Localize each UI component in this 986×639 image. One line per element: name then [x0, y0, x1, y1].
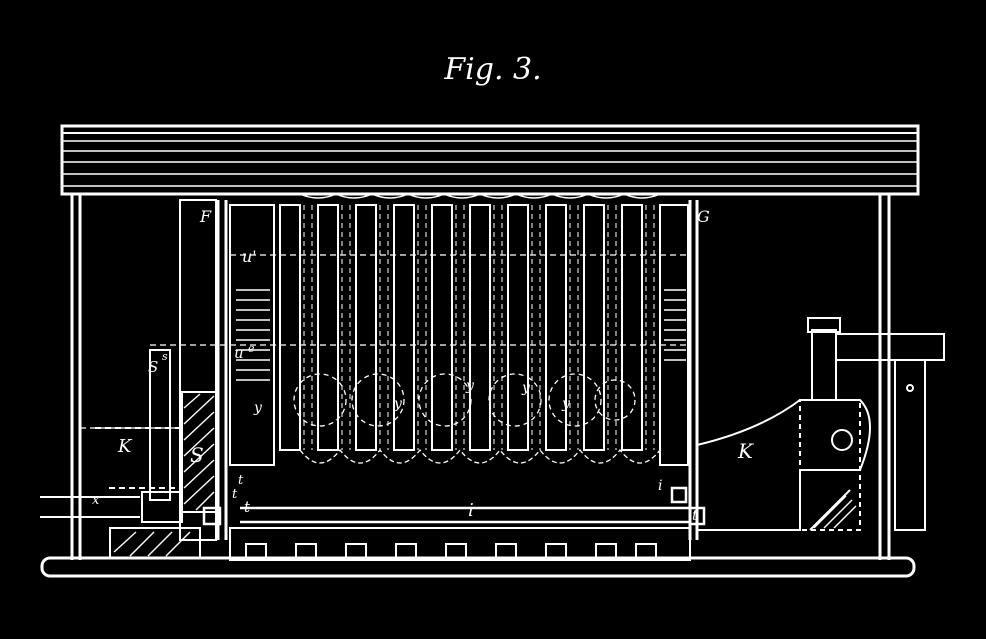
label-u: u — [234, 344, 244, 362]
label-t2-left: t — [232, 487, 238, 502]
label-y-1: y — [253, 400, 263, 416]
label-e: e — [248, 342, 255, 355]
comb-plates — [279, 204, 643, 451]
label-F: F — [199, 207, 212, 226]
label-y-3: y — [465, 378, 475, 394]
bar-i — [202, 486, 706, 526]
label-S-small: S — [148, 358, 158, 376]
label-s: s — [162, 350, 168, 363]
right-hatching — [813, 495, 857, 529]
label-y-2: y — [393, 396, 403, 412]
label-K-left: K — [117, 436, 133, 457]
label-S-large: S — [190, 443, 204, 467]
frame-posts — [70, 194, 891, 560]
label-K-right: K — [737, 439, 754, 463]
label-t3-left: t — [238, 473, 244, 488]
label-i3-right: i — [658, 478, 662, 494]
label-y-4: y — [521, 380, 531, 396]
label-t-left: t — [244, 498, 251, 516]
comb-teeth — [303, 205, 655, 450]
cover-scallops — [299, 193, 661, 199]
labels: F G u' u e S s K S K y y y y y t t t i i… — [92, 207, 754, 524]
label-y-5: y — [561, 396, 571, 412]
label-t2-right: t — [692, 508, 698, 524]
left-assembly — [40, 199, 217, 559]
top-cover — [60, 124, 920, 196]
label-G: G — [697, 207, 710, 226]
base-plate — [40, 556, 916, 578]
inner-side-columns — [229, 204, 689, 466]
label-u-prime: u' — [242, 247, 257, 266]
dashed-rollers — [293, 373, 636, 427]
column-hatching — [236, 289, 686, 381]
reference-lines — [80, 254, 690, 429]
label-i-center: i — [468, 500, 474, 521]
right-assembly — [696, 317, 945, 531]
label-x-left: x — [92, 493, 100, 508]
bottom-blocks — [229, 527, 691, 561]
wavy-baseline — [299, 448, 661, 464]
left-hatching — [113, 393, 215, 557]
figure-title: Fig. 3. — [444, 52, 542, 87]
